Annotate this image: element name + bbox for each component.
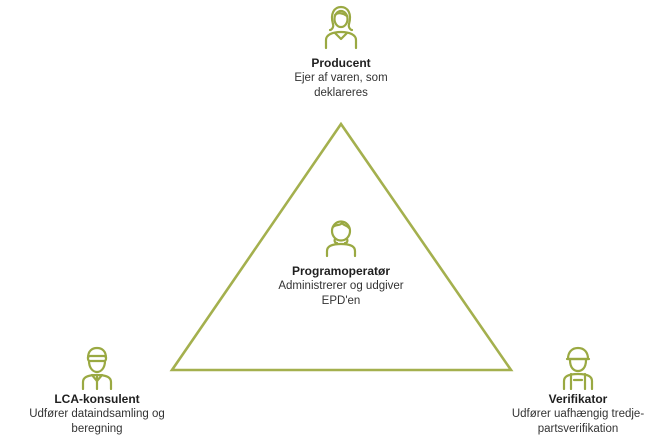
operator-description: Administrerer og udgiver EPD'en xyxy=(278,280,404,307)
role-operator: Programoperatør Administrerer og udgiver… xyxy=(246,218,436,309)
producer-title: Producent xyxy=(311,56,371,70)
verifier-user-icon xyxy=(562,346,594,390)
producer-description: Ejer af varen, som deklareres xyxy=(294,72,388,99)
user-icon xyxy=(325,220,357,258)
woman-user-icon xyxy=(324,5,358,50)
lca-description: Udfører dataindsamling og beregning xyxy=(29,408,165,435)
verifier-description: Udfører uafhængig tredje-partsverifikati… xyxy=(511,408,645,435)
operator-title: Programoperatør xyxy=(291,264,391,278)
role-producer: Producent Ejer af varen, som deklareres xyxy=(261,4,421,101)
role-lca-consultant: LCA-konsulent Udfører dataindsamling og … xyxy=(2,346,192,437)
triangle-outline xyxy=(169,121,514,372)
verifier-title: Verifikator xyxy=(548,392,608,406)
role-verifier: Verifikator Udfører uafhængig tredje-par… xyxy=(488,346,663,437)
consultant-user-icon xyxy=(81,346,113,390)
lca-title: LCA-konsulent xyxy=(54,392,140,406)
